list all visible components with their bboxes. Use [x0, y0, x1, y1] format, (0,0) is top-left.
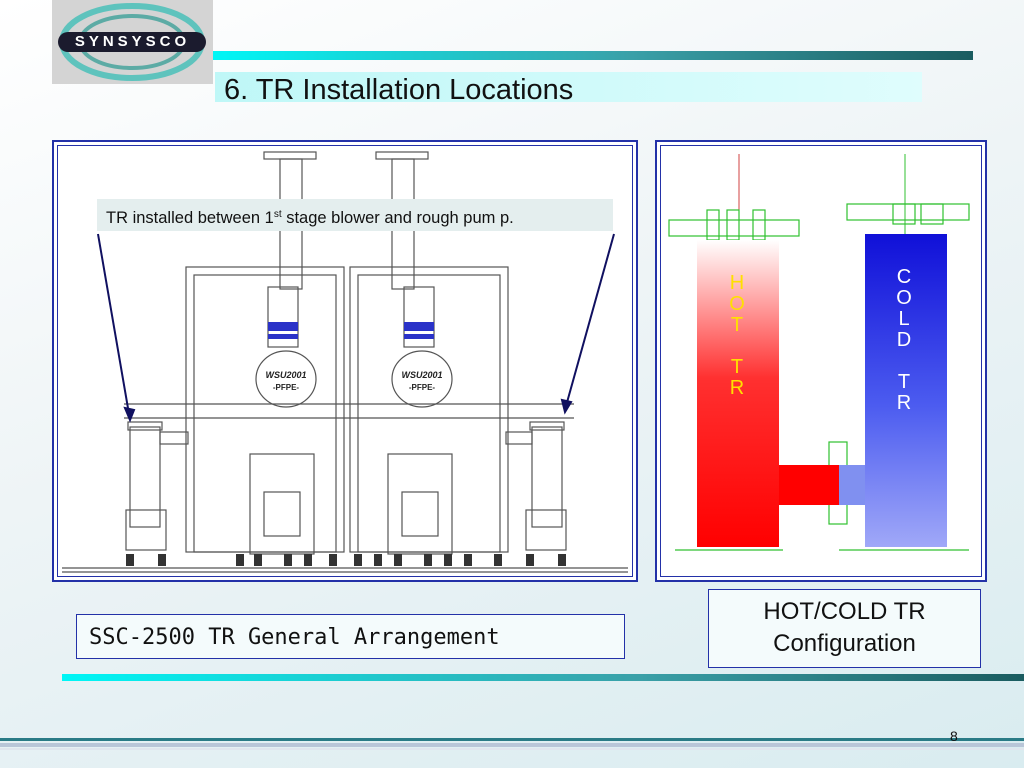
footer-line-tertiary [0, 748, 1024, 750]
hot-tr-label: H O T T R [727, 273, 747, 399]
bottom-accent-bar [62, 674, 1024, 681]
hot-letter: O [729, 293, 745, 315]
hot-cold-tr-panel: H O T T R C O L D T R [655, 140, 987, 582]
cold-letter: C [896, 266, 912, 288]
hot-cold-caption-line2: Configuration [773, 630, 916, 657]
callout-text-after-sup: stage blower and rough pum p. [281, 209, 514, 227]
callout-background [97, 199, 613, 231]
pump-label-left: WSU2001 [265, 370, 307, 380]
callout-text: TR installed between 1st stage blower an… [106, 203, 611, 230]
hot-letter: H [729, 272, 745, 294]
arrangement-caption: SSC-2500 TR General Arrangement [76, 614, 625, 659]
logo-graphic [58, 3, 206, 81]
cold-letter: O [896, 287, 912, 309]
title-background [215, 72, 922, 102]
cold-letter: D [896, 329, 912, 351]
title-accent-bar [213, 51, 973, 60]
pump-label-right: WSU2001 [401, 370, 443, 380]
cold-letter: R [896, 392, 912, 414]
cold-tr-label: C O L D T R [894, 267, 914, 414]
company-logo: SYNSYSCO [52, 0, 213, 84]
pump-sublabel-left: -PFPE- [272, 383, 300, 392]
cold-letter-gap [894, 351, 914, 372]
footer-line-secondary [0, 743, 1024, 747]
hot-letter-gap [727, 336, 747, 357]
arrangement-drawing [62, 151, 628, 573]
logo-text: SYNSYSCO [74, 33, 191, 50]
footer-line [0, 738, 1024, 741]
slide-title: 6. TR Installation Locations [224, 74, 574, 106]
hot-cold-caption: HOT/COLD TR Configuration [708, 589, 981, 668]
callout-text-before-sup: TR installed between 1 [106, 209, 274, 227]
hot-cold-caption-line1: HOT/COLD TR [763, 598, 926, 625]
cold-letter: T [897, 371, 911, 393]
hot-letter: T [730, 314, 744, 336]
hot-letter: T [730, 356, 744, 378]
hot-letter: R [729, 377, 745, 399]
hot-cold-tr-diagram [668, 154, 970, 551]
cold-letter: L [898, 308, 910, 330]
callout-superscript: st [273, 209, 282, 220]
page-number: 8 [950, 728, 958, 744]
pump-sublabel-right: -PFPE- [408, 383, 436, 392]
